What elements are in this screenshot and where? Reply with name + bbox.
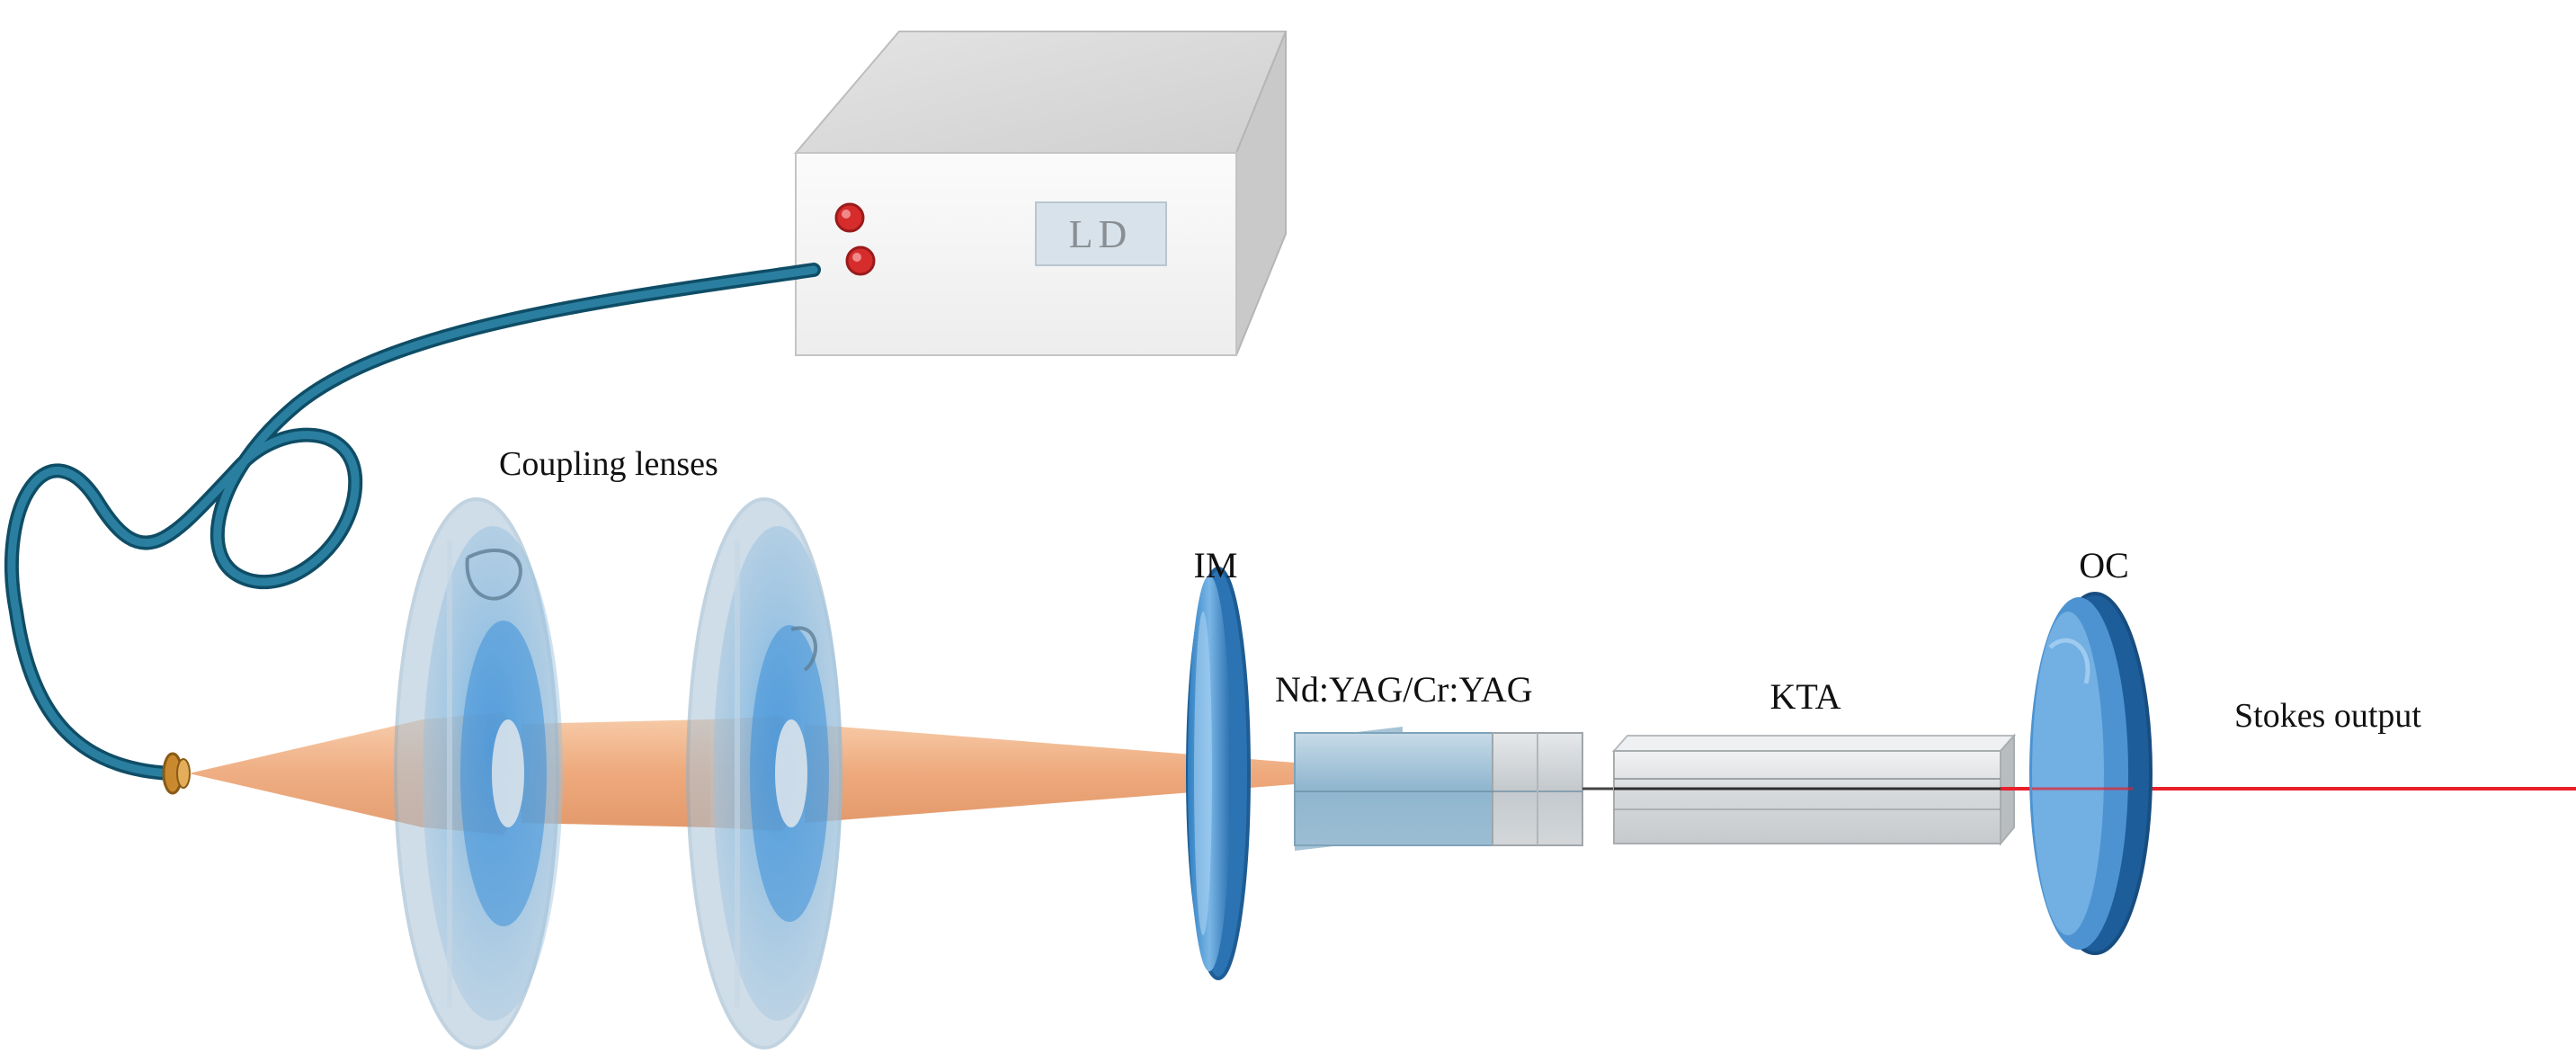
ld-display-panel <box>1035 201 1167 266</box>
coupling-lenses-label: Coupling lenses <box>499 445 718 483</box>
input-mirror <box>1186 567 1251 980</box>
stokes-output-label: Stokes output <box>2234 697 2421 735</box>
gain-medium-label: Nd:YAG/Cr:YAG <box>1275 669 1533 710</box>
ld-box-top <box>793 31 1288 154</box>
gain-medium-crystal <box>1294 727 1583 851</box>
output-coupler <box>2029 592 2153 955</box>
im-label: IM <box>1194 545 1238 585</box>
led-indicator-bottom <box>845 246 876 276</box>
optical-fiber <box>4 263 821 781</box>
fiber-connector <box>162 752 191 795</box>
kta-label: KTA <box>1769 676 1841 717</box>
oc-label: OC <box>2079 545 2129 585</box>
coupling-lens-1 <box>394 497 563 1050</box>
coupling-lens-2 <box>686 497 842 1050</box>
led-indicator-top <box>834 202 865 233</box>
ld-label: LD <box>1069 212 1133 256</box>
kta-crystal <box>1611 733 2017 846</box>
laser-diode-box: LD <box>793 31 1288 356</box>
